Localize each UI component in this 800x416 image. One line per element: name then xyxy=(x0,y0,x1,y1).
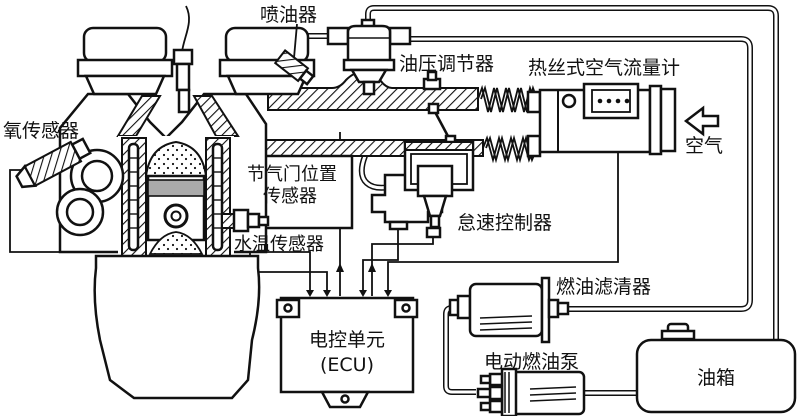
ecu xyxy=(275,296,419,409)
water-temp-sensor xyxy=(221,208,270,233)
engine-block xyxy=(58,92,268,257)
oil-pan xyxy=(93,254,261,400)
label-fuel-tank: 油箱 xyxy=(697,367,735,389)
valve-cover-left xyxy=(76,26,174,96)
idle-speed-controller xyxy=(403,140,475,229)
spark-plug-cable xyxy=(172,5,194,114)
label-air: 空气 xyxy=(685,135,723,157)
label-pressure-regulator: 油压调节器 xyxy=(399,53,494,75)
fuel-injector xyxy=(273,49,315,86)
label-water-temp-sensor: 水温传感器 xyxy=(234,234,324,255)
label-idle-controller: 怠速控制器 xyxy=(457,212,552,234)
fuel-tank xyxy=(635,322,797,414)
air-flow-meter-wire xyxy=(384,152,619,297)
fuel-filter xyxy=(448,276,570,344)
fuel-supply-pipe xyxy=(408,36,753,312)
fuel-return-pipe xyxy=(365,5,779,339)
label-fuel-filter: 燃油滤清器 xyxy=(556,276,651,298)
label-air-flow-meter: 热丝式空气流量计 xyxy=(528,57,680,79)
label-ecu-2: (ECU) xyxy=(320,354,374,376)
injector-leader-line xyxy=(293,23,298,59)
air-flow-meter xyxy=(526,82,677,158)
label-ecu-1: 电控单元 xyxy=(309,329,385,351)
connector-pins xyxy=(597,98,630,104)
pump-fittings xyxy=(476,372,504,414)
exhaust-manifold xyxy=(55,148,125,237)
fuel-pump xyxy=(476,367,586,416)
oxygen-sensor xyxy=(15,137,92,189)
label-throttle-position-1: 节气门位置 xyxy=(247,164,337,185)
label-throttle-position-2: 传感器 xyxy=(263,186,317,207)
label-oxygen-sensor: 氧传感器 xyxy=(3,120,79,142)
label-injector: 喷油器 xyxy=(260,4,317,26)
label-fuel-pump: 电动燃油泵 xyxy=(484,351,579,373)
fuel-pressure-regulator xyxy=(326,18,412,96)
air-arrow-icon xyxy=(683,105,720,137)
